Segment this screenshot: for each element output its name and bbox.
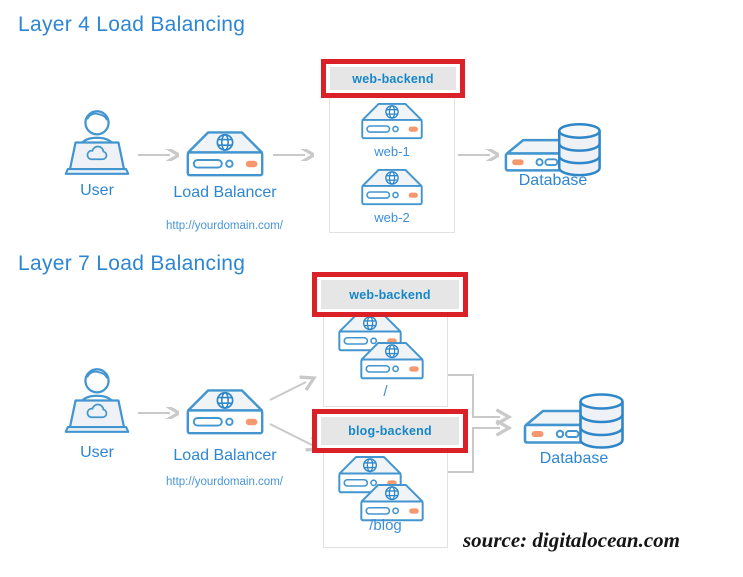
connector-arrows-icon [448, 374, 513, 473]
database-label: Database [539, 450, 609, 467]
user-label: User [80, 444, 114, 461]
blog-backend-highlight-frame: blog-backend [312, 409, 468, 453]
load-balancer-url: http://yourdomain.com/ [166, 220, 283, 232]
load-balancer-url: http://yourdomain.com/ [166, 476, 283, 488]
user-label: User [80, 182, 114, 199]
route-path-label: / [383, 383, 388, 400]
web-backend-header: web-backend [321, 280, 459, 309]
database-label: Database [518, 172, 588, 189]
database-icon [503, 118, 603, 180]
user-icon [61, 366, 133, 435]
load-balancer-icon [185, 388, 265, 436]
server-icon [359, 341, 425, 381]
server-icon [360, 102, 424, 140]
source-credit: source: digitalocean.com [463, 528, 680, 552]
arrow-right-icon [138, 149, 179, 161]
server-label: web-2 [374, 210, 410, 225]
arrow-right-icon [273, 149, 314, 161]
user-icon [61, 108, 133, 177]
web-backend-highlight-frame: web-backend [312, 272, 468, 317]
layer7-title: Layer 7 Load Balancing [18, 252, 246, 275]
web-backend-highlight-frame: web-backend [321, 59, 465, 98]
server-icon [360, 168, 424, 206]
server-label: web-1 [374, 144, 410, 159]
layer4-title: Layer 4 Load Balancing [18, 13, 246, 36]
arrow-right-icon [138, 407, 179, 419]
split-arrows-icon [269, 375, 320, 452]
blog-backend-header: blog-backend [321, 417, 459, 445]
route-path-label: /blog [369, 517, 402, 534]
load-balancer-label: Load Balancer [173, 184, 277, 201]
database-icon [522, 388, 626, 452]
arrow-right-icon [458, 149, 499, 161]
load-balancer-icon [185, 130, 265, 178]
web-backend-header: web-backend [330, 67, 456, 90]
load-balancer-label: Load Balancer [173, 447, 277, 464]
